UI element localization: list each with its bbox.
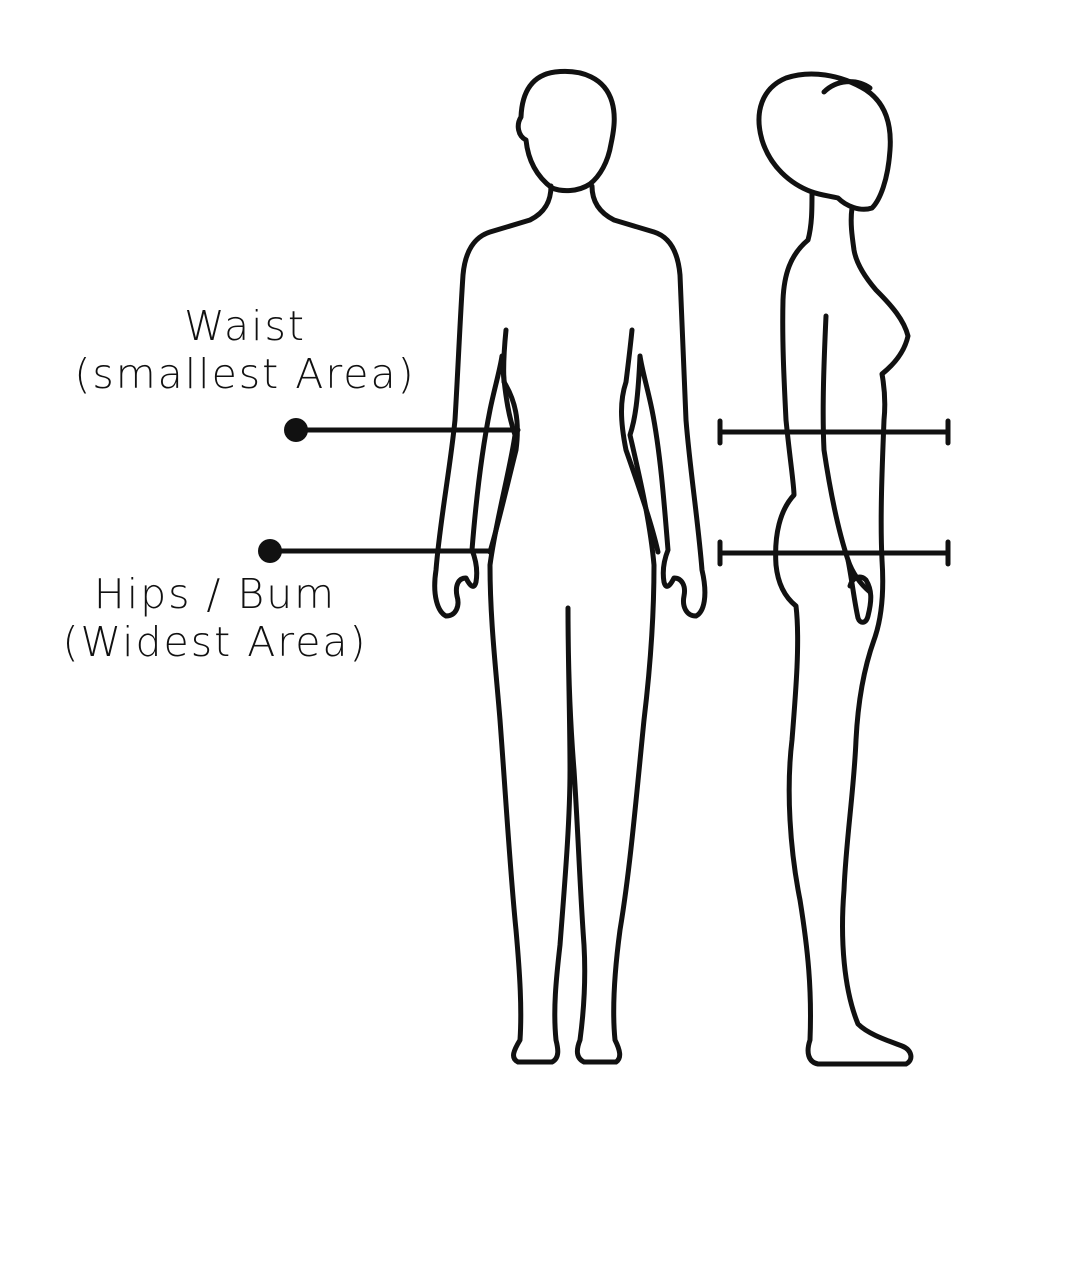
side-head-outline bbox=[756, 71, 893, 212]
waist-title: Waist bbox=[184, 302, 306, 350]
front-figure bbox=[432, 68, 708, 1065]
hips-title: Hips / Bum bbox=[93, 570, 337, 618]
hips-label: Hips / Bum (Widest Area) bbox=[30, 570, 400, 667]
waist-marker-dot bbox=[284, 418, 308, 442]
side-body-outline bbox=[773, 189, 914, 1067]
side-hand bbox=[845, 557, 873, 595]
waist-label: Waist (smallest Area) bbox=[60, 302, 430, 399]
side-hair-part bbox=[821, 79, 873, 95]
front-right-arm-inner bbox=[619, 327, 661, 555]
front-body-outline bbox=[432, 183, 708, 1065]
hips-marker-dot bbox=[258, 539, 282, 563]
side-waist-bracket bbox=[717, 418, 951, 446]
front-head-outline bbox=[515, 68, 617, 194]
front-left-arm-inner bbox=[487, 327, 520, 555]
side-hips-bracket bbox=[717, 539, 951, 567]
side-figure bbox=[756, 71, 914, 1067]
hips-subtitle: (Widest Area) bbox=[62, 618, 368, 667]
waist-subtitle: (smallest Area) bbox=[74, 350, 416, 399]
side-arm-line bbox=[820, 313, 874, 625]
waist-measure-line bbox=[284, 418, 521, 442]
hips-measure-line bbox=[258, 539, 493, 563]
